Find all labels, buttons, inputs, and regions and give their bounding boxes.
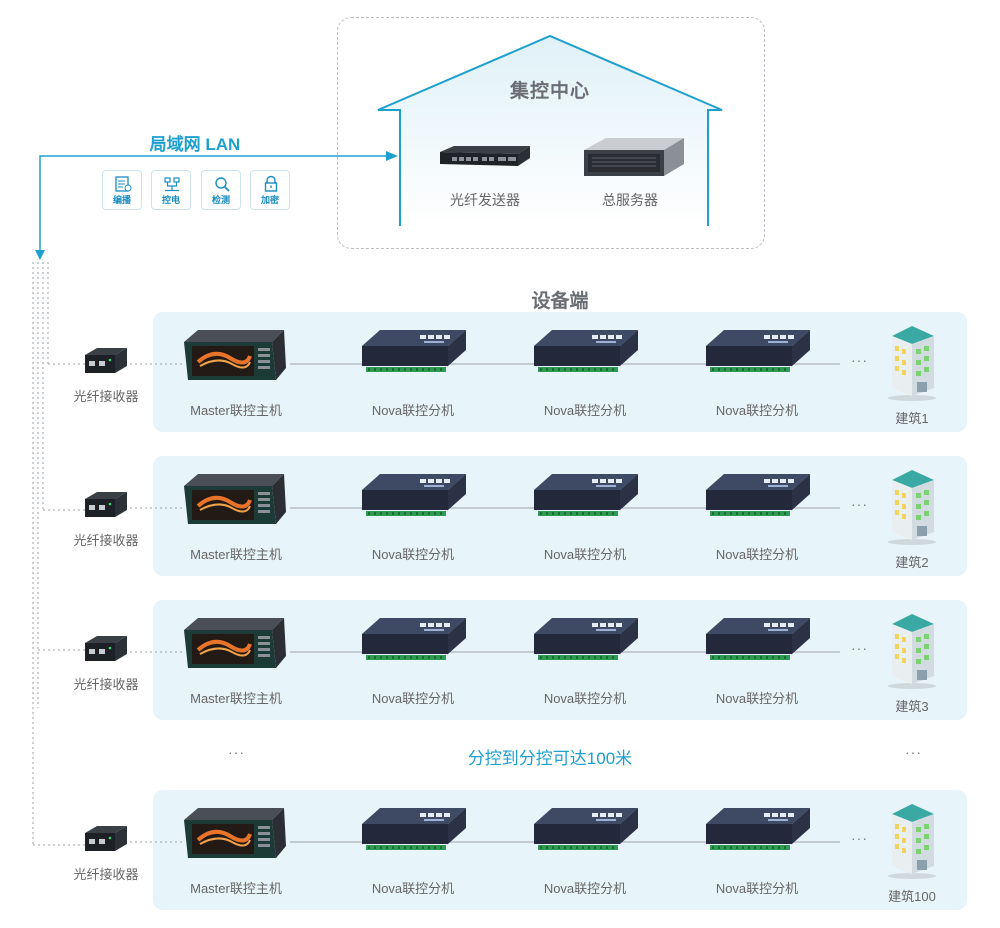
fiber-receiver-image	[83, 346, 129, 376]
master-host-label: Master联控主机	[190, 403, 282, 418]
building-label: 建筑100	[888, 889, 936, 904]
control-center-title: 集控中心	[509, 81, 590, 102]
device-side-title: 设备端	[531, 291, 589, 312]
nova-slave-image	[530, 749, 640, 860]
master-host-image	[180, 614, 290, 672]
fiber-receiver-image	[83, 634, 129, 664]
fiber-transmitter-image	[440, 146, 530, 166]
nova-slave-label: Nova联控分机	[371, 403, 455, 418]
building-icon	[884, 610, 940, 690]
nova-slave-label: Nova联控分机	[371, 547, 455, 562]
main-server-image	[584, 138, 684, 176]
nova-slave-label: Nova联控分机	[543, 403, 627, 418]
master-host-label: Master联控主机	[190, 881, 282, 896]
nova-slave-label: Nova联控分机	[715, 547, 799, 562]
nova-slave-image	[358, 749, 468, 860]
fiber-receiver-label: 光纤接收器	[73, 867, 139, 882]
feature-power-control-label: 控电	[161, 195, 180, 205]
nova-slave-label: Nova联控分机	[715, 691, 799, 706]
row-ellipsis: ···	[851, 496, 868, 512]
control-center-box	[337, 17, 765, 249]
nova-slave-label: Nova联控分机	[543, 881, 627, 896]
nova-slave-label: Nova联控分机	[371, 691, 455, 706]
nova-slave-label: Nova联控分机	[371, 881, 455, 896]
feature-detection-label: 检测	[211, 195, 230, 205]
master-host-image	[180, 470, 290, 528]
row-ellipsis: ···	[851, 352, 868, 368]
nova-slave-image	[358, 415, 468, 526]
publish-icon	[115, 176, 132, 192]
lock-icon	[264, 175, 278, 192]
master-host-label: Master联控主机	[190, 547, 282, 562]
nova-slave-image	[530, 415, 640, 526]
nova-slave-label: Nova联控分机	[543, 691, 627, 706]
feature-encryption: 加密	[250, 170, 290, 210]
feature-publish: 编播	[102, 170, 142, 210]
master-host-image	[180, 326, 290, 384]
magnifier-icon	[215, 177, 230, 192]
nova-slave-image	[358, 271, 468, 382]
fiber-receiver-label: 光纤接收器	[73, 389, 139, 404]
fiber-receiver-image	[83, 490, 129, 520]
building-icon	[884, 322, 940, 402]
building-label: 建筑1	[895, 411, 929, 426]
lan-title: 局域网 LAN	[149, 135, 241, 154]
house-outline	[377, 34, 723, 226]
building-icon	[884, 800, 940, 880]
distance-note: 分控到分控可达100米	[467, 749, 633, 768]
row-ellipsis: ···	[851, 830, 868, 846]
building-label: 建筑2	[895, 555, 929, 570]
ellipsis-right: ···	[905, 744, 922, 760]
master-host-label: Master联控主机	[190, 691, 282, 706]
nova-slave-image	[702, 559, 812, 670]
fiber-receiver-label: 光纤接收器	[73, 533, 139, 548]
master-host-image	[180, 804, 290, 862]
nova-slave-label: Nova联控分机	[543, 547, 627, 562]
fiber-receiver-image	[83, 824, 129, 854]
main-server-label: 总服务器	[602, 192, 658, 208]
nova-slave-image	[358, 559, 468, 670]
power-control-icon	[164, 177, 180, 192]
row-ellipsis: ···	[851, 640, 868, 656]
fiber-receiver-label: 光纤接收器	[73, 677, 139, 692]
building-label: 建筑3	[895, 699, 929, 714]
nova-slave-label: Nova联控分机	[715, 881, 799, 896]
feature-detection: 检测	[201, 170, 241, 210]
ellipsis-left: ···	[228, 744, 245, 760]
building-icon	[884, 466, 940, 546]
fiber-transmitter-label: 光纤发送器	[450, 192, 520, 208]
nova-slave-label: Nova联控分机	[715, 403, 799, 418]
feature-power-control: 控电	[151, 170, 191, 210]
nova-slave-image	[702, 749, 812, 860]
feature-publish-label: 编播	[112, 195, 131, 205]
feature-encryption-label: 加密	[260, 195, 279, 205]
